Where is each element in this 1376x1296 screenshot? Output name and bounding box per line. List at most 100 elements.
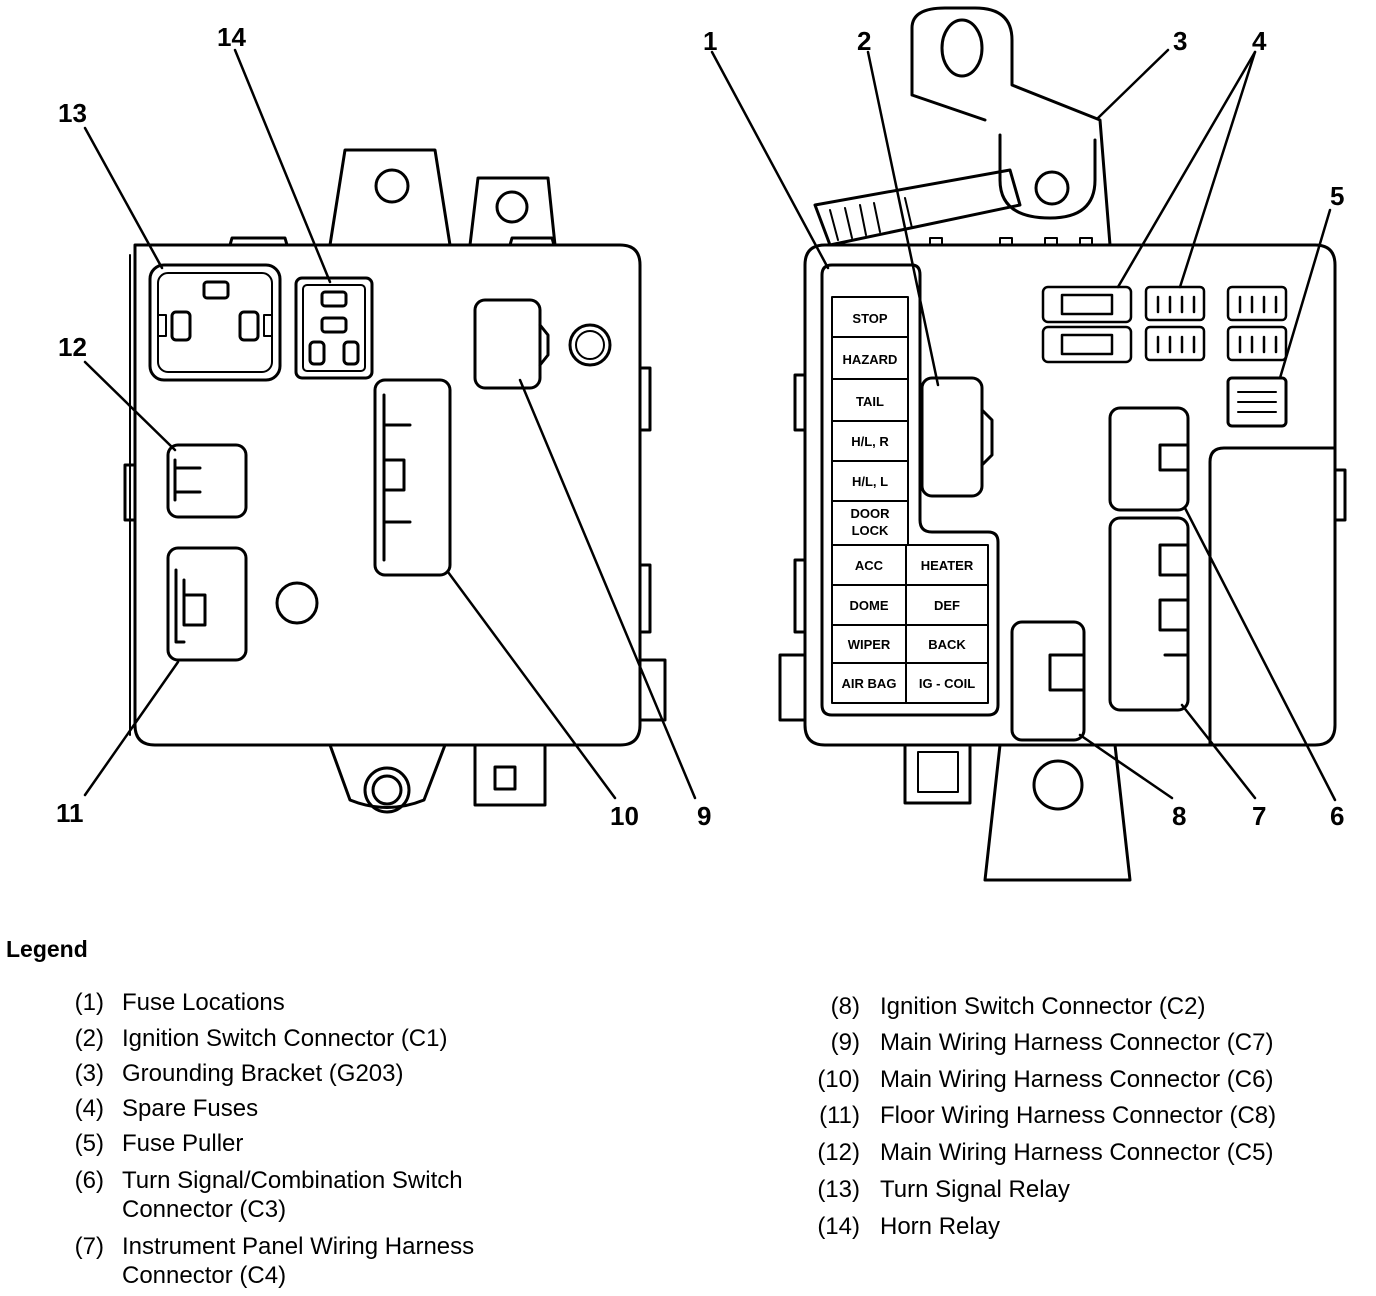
callout-2: 2	[857, 26, 871, 56]
legend-item-number: (13)	[817, 1176, 860, 1203]
bottom-tab-slot	[917, 751, 959, 793]
spare-fuses	[1041, 285, 1288, 364]
legend-item-text: Horn Relay	[880, 1213, 1001, 1240]
horn-relay	[294, 276, 374, 380]
legend-item-text: Turn Signal Relay	[880, 1176, 1070, 1203]
fuse-label-hl-r: H/L, R	[851, 434, 889, 449]
housing-recess	[1208, 446, 1337, 747]
fuse-puller	[1226, 376, 1288, 428]
relay-terminal	[320, 316, 348, 334]
connector-c2-key	[1048, 653, 1086, 692]
fuse-label-hl-l: H/L, L	[852, 474, 888, 489]
fuse-label-def: DEF	[934, 598, 960, 613]
bottom-tab-slot	[493, 765, 517, 791]
connector-c4-keys	[1158, 543, 1190, 657]
legend-item-text: Floor Wiring Harness Connector (C8)	[880, 1102, 1277, 1129]
mount-hole-inner	[371, 774, 403, 806]
connector-c6-keys	[382, 393, 412, 562]
side-clips	[123, 366, 667, 722]
relay-terminal	[320, 290, 348, 308]
mount-hole	[363, 766, 411, 814]
connector-c1-key	[980, 408, 994, 467]
ground-terminal	[813, 168, 1022, 247]
callout-4: 4	[1252, 26, 1267, 56]
front-view	[123, 148, 667, 814]
grounding-bracket	[910, 6, 1112, 247]
legend-item-number: (4)	[74, 1095, 104, 1122]
legend-item-number: (7)	[74, 1233, 104, 1260]
relay-terminal	[308, 340, 326, 366]
rear-bottom-mount	[983, 743, 1132, 882]
legend-item-text: Fuse Puller	[122, 1130, 244, 1157]
housing-hole	[568, 323, 612, 367]
legend-item-text: Fuse Locations	[122, 989, 285, 1016]
connector-c6	[373, 378, 452, 577]
turn-signal-relay-inner	[157, 272, 273, 373]
callout-12: 12	[58, 332, 87, 362]
legend-item-text: Main Wiring Harness Connector (C5)	[880, 1139, 1274, 1166]
fuse-label-heater: HEATER	[921, 558, 974, 573]
bottom-tab-right	[473, 743, 547, 807]
leader-lines	[83, 48, 1337, 802]
top-edge-clip	[228, 236, 556, 247]
legend-item-number: (6)	[74, 1167, 104, 1194]
relay-terminal	[342, 340, 360, 366]
fuse-label-back: BACK	[928, 637, 966, 652]
turn-signal-relay	[148, 263, 282, 382]
callout-6: 6	[1330, 801, 1344, 831]
callout-8: 8	[1172, 801, 1186, 831]
top-mount-tab-right	[468, 176, 557, 247]
housing-hole	[275, 581, 319, 625]
legend-item-text: Spare Fuses	[122, 1095, 259, 1122]
fuse-label-door: DOOR	[851, 506, 891, 521]
bracket-hole	[940, 18, 984, 78]
housing-hole-inner	[575, 330, 605, 360]
legend-item-number: (12)	[817, 1139, 860, 1166]
legend-item-number: (14)	[817, 1213, 860, 1240]
fuse-label-tail: TAIL	[856, 394, 884, 409]
connector-c8	[166, 546, 248, 662]
legend-item-number: (3)	[74, 1060, 104, 1087]
legend-item-number: (1)	[74, 989, 104, 1016]
mount-hole	[1032, 759, 1084, 811]
legend-item-number: (2)	[74, 1025, 104, 1052]
connector-c5	[166, 443, 248, 519]
connector-c3	[1108, 406, 1190, 512]
rear-top-clips	[929, 237, 1093, 246]
rear-side-clips	[778, 373, 1347, 722]
connector-c8-key	[174, 568, 207, 644]
connector-c7-key	[538, 323, 550, 367]
fuse-labels: STOP HAZARD TAIL H/L, R H/L, L DOOR LOCK…	[842, 311, 976, 691]
mount-hole	[374, 168, 410, 204]
legend-item-number: (5)	[74, 1130, 104, 1157]
legend-item-number: (8)	[830, 993, 860, 1020]
connector-c5-key	[173, 458, 202, 502]
fuse-label-igcoil: IG - COIL	[919, 676, 975, 691]
callout-numbers: 14 13 12 11 10 9 1 2 3 4 5 8 7 6	[56, 22, 1344, 831]
horn-relay-inner	[302, 284, 366, 372]
connector-c3-key	[1158, 443, 1190, 472]
legend-item-text: Instrument Panel Wiring Harness Connecto…	[122, 1233, 475, 1289]
legend-item-number: (11)	[819, 1102, 860, 1129]
rear-housing	[803, 243, 1337, 747]
callout-5: 5	[1330, 181, 1344, 211]
fuse-label-acc: ACC	[855, 558, 884, 573]
callout-13: 13	[58, 98, 87, 128]
callout-9: 9	[697, 801, 711, 831]
fuse-label-dome: DOME	[850, 598, 889, 613]
ground-terminal-ribs	[829, 197, 913, 241]
legend-title: Legend	[6, 936, 88, 962]
top-mount-tab-left	[328, 148, 452, 247]
callout-3: 3	[1173, 26, 1187, 56]
legend-item-number: (10)	[817, 1066, 860, 1093]
callout-11: 11	[56, 798, 84, 828]
connector-c7	[473, 298, 542, 390]
fuse-label-hazard: HAZARD	[843, 352, 898, 367]
bracket-hole	[1034, 170, 1070, 206]
legend-item-number: (9)	[830, 1029, 860, 1056]
fuse-label-wiper: WIPER	[848, 637, 891, 652]
fuse-block-diagram: 14 13 12 11 10 9 1 2 3 4 5 8 7 6 STOP HA…	[56, 6, 1347, 882]
mount-hole	[495, 190, 529, 224]
relay-terminal	[238, 310, 260, 342]
bottom-tab	[903, 743, 972, 805]
